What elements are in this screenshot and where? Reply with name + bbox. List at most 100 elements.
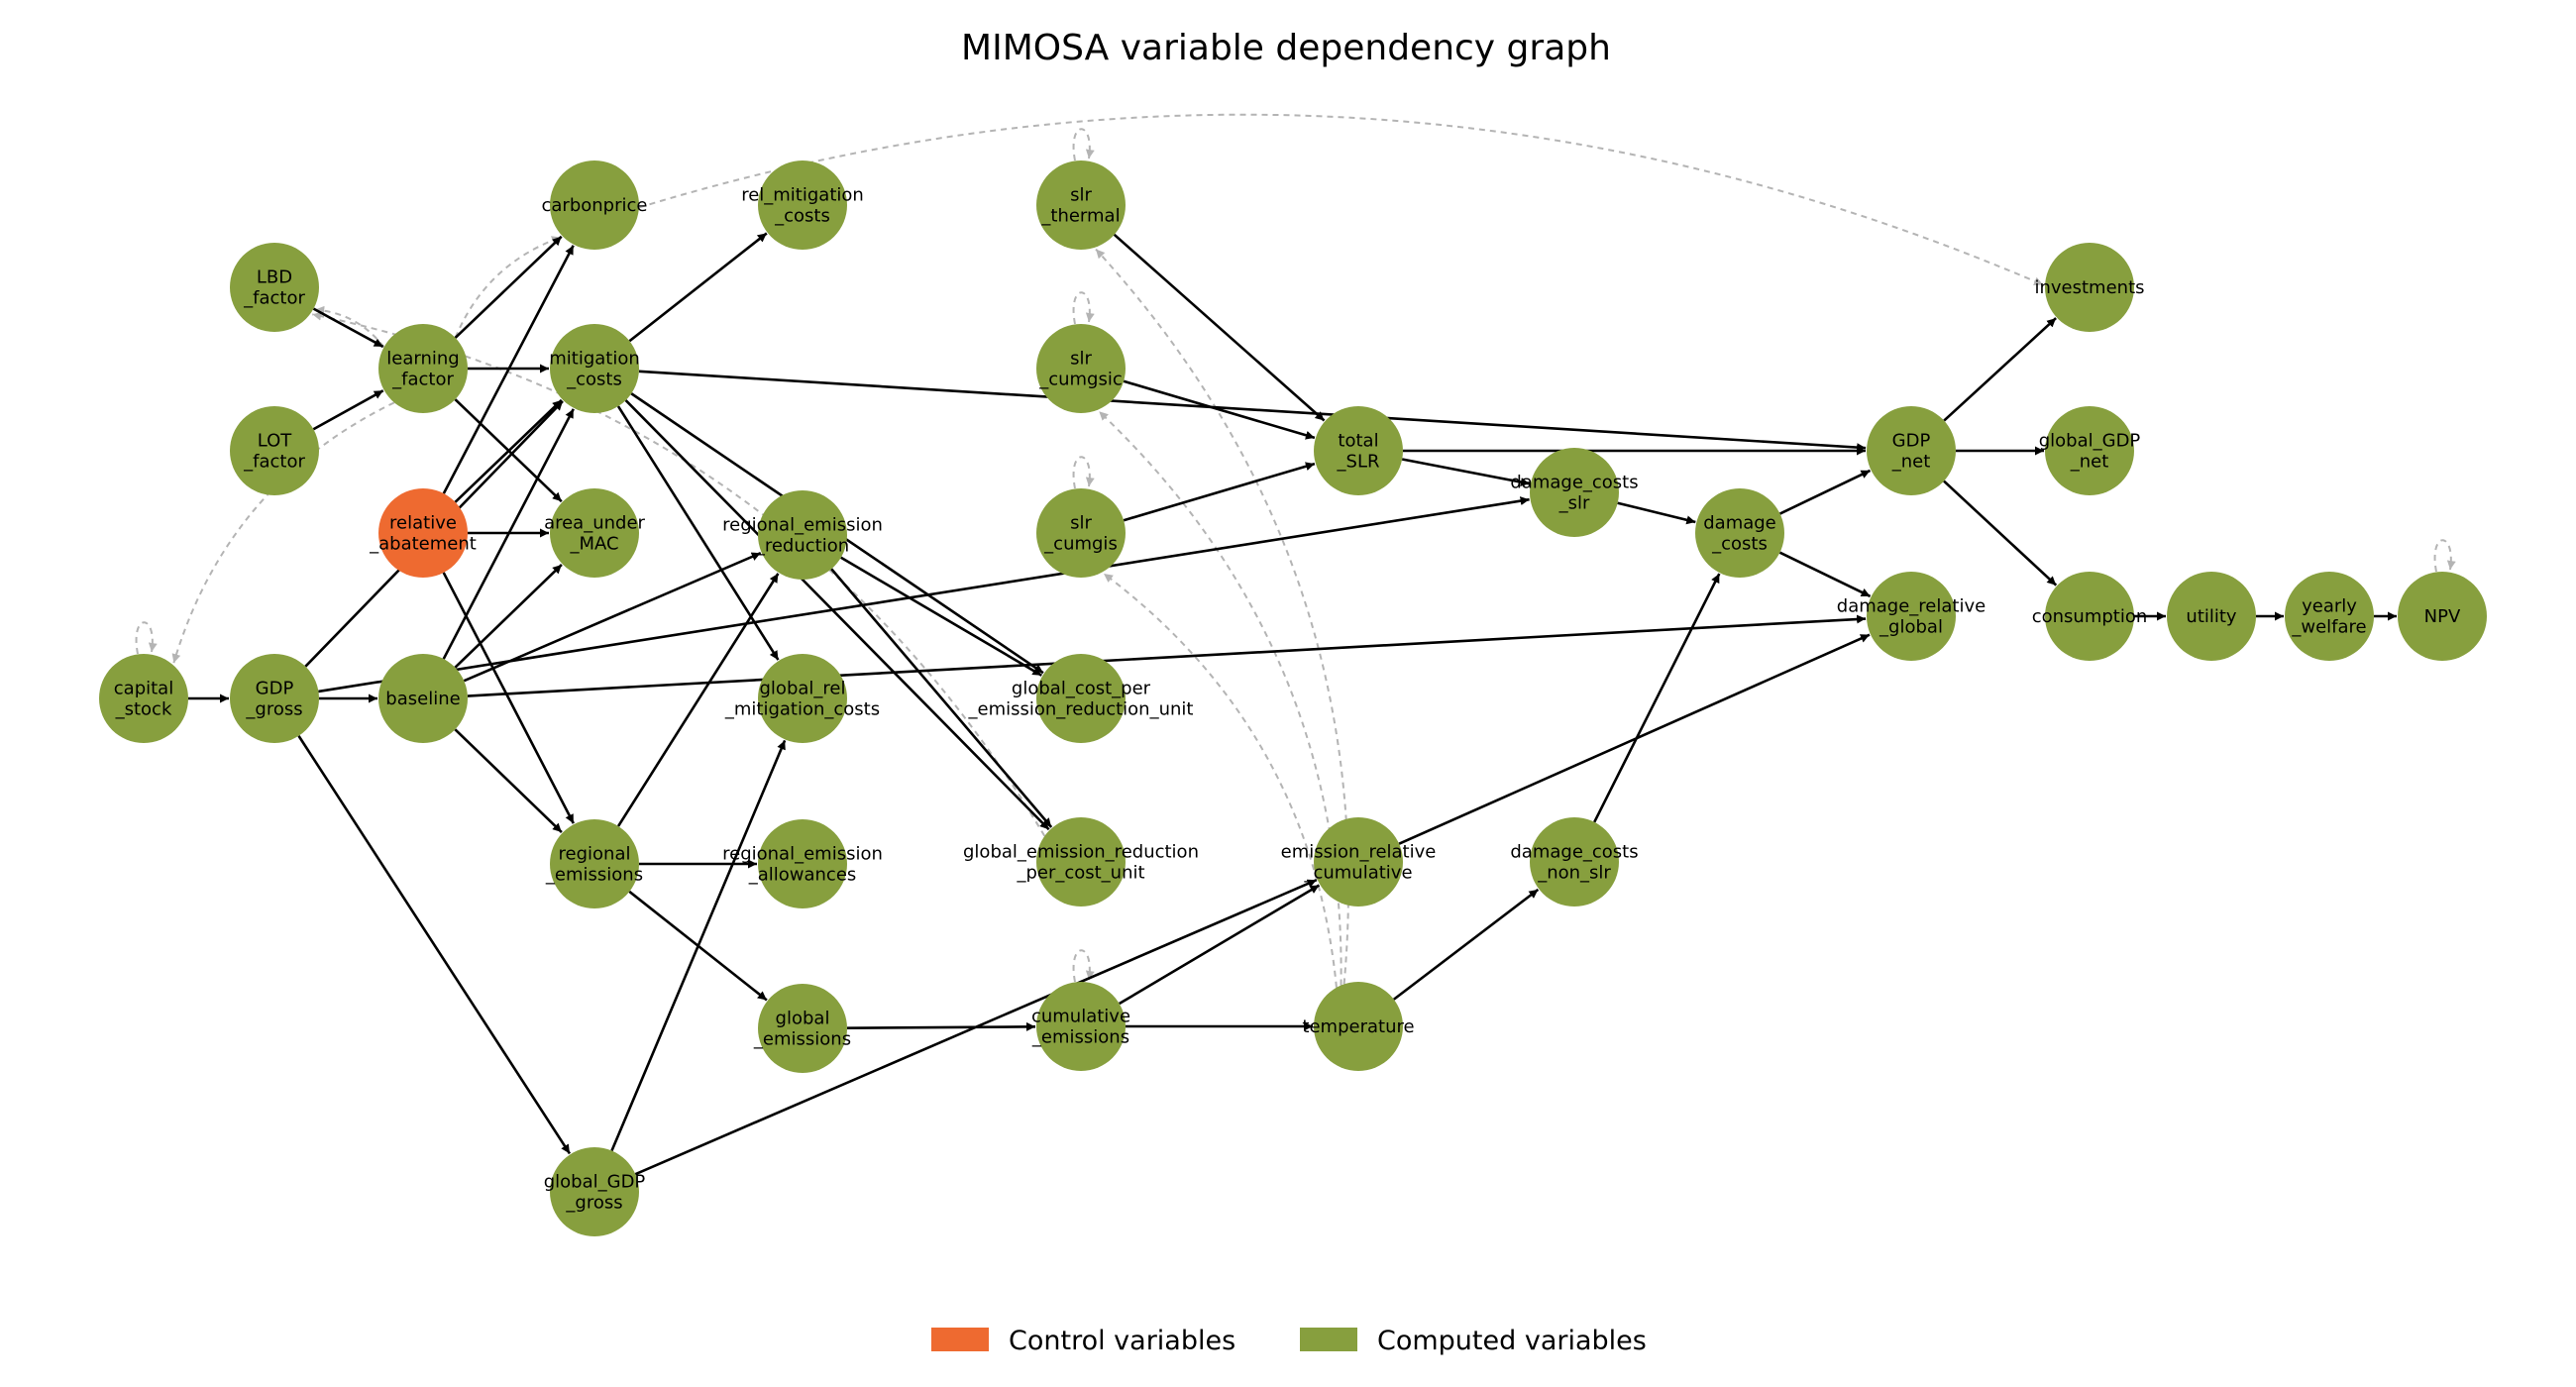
node-label-damage_costs: damage bbox=[1703, 513, 1776, 534]
edge-relative_abatement-to-regional_emissions bbox=[442, 572, 575, 824]
node-utility: utility bbox=[2167, 572, 2256, 661]
dependency-edge-learning_factor-to-capital_stock bbox=[171, 401, 395, 664]
edge-damage_costs_non_slr-to-damage_costs bbox=[1593, 573, 1721, 823]
legend-swatch-computed bbox=[1300, 1328, 1357, 1351]
node-circle-slr_cumgsic bbox=[1036, 324, 1126, 413]
node-label-global_cost_per_emission_reduction_unit: global_cost_per bbox=[1012, 679, 1151, 699]
node-label-investments: investments bbox=[2034, 277, 2144, 298]
node-circle-global_cost_per_emission_reduction_unit bbox=[1036, 654, 1126, 743]
edge-mitigation_costs-to-rel_mitigation_costs bbox=[628, 232, 768, 343]
node-circle-mitigation_costs bbox=[550, 324, 639, 413]
self-loop-capital_stock bbox=[135, 621, 158, 655]
edge-total_SLR-to-damage_costs_slr bbox=[1401, 458, 1531, 487]
node-regional_emissions: regional_emissions bbox=[545, 819, 643, 908]
node-label-cumulative_emissions: cumulative bbox=[1031, 1007, 1130, 1027]
node-circle-slr_thermal bbox=[1036, 160, 1126, 250]
edge-damage_costs-to-damage_relative_global bbox=[1778, 551, 1872, 598]
node-circle-investments bbox=[2045, 243, 2134, 332]
node-circle-regional_emission_allowances bbox=[758, 819, 847, 908]
node-label-rel_mitigation_costs: _costs bbox=[774, 206, 830, 227]
node-label-damage_costs_slr: _slr bbox=[1558, 493, 1590, 514]
legend: Control variables Computed variables bbox=[931, 1326, 1647, 1356]
edge-slr_cumgsic-to-total_SLR bbox=[1123, 379, 1316, 440]
node-baseline: baseline bbox=[378, 654, 468, 743]
edge-cumulative_emissions-to-emission_relative_cumulative bbox=[1119, 884, 1321, 1006]
self-loop-NPV bbox=[2433, 539, 2456, 573]
node-circle-emission_relative_cumulative bbox=[1314, 817, 1403, 907]
node-damage_costs_slr: damage_costs_slr bbox=[1510, 448, 1639, 537]
node-temperature: temperature bbox=[1302, 982, 1415, 1071]
edge-regional_emission_reduction-to-global_cost_per_emission_reduction_unit bbox=[840, 556, 1042, 677]
node-label-global_GDP_net: _net bbox=[2070, 452, 2109, 473]
node-circle-area_under_MAC bbox=[550, 488, 639, 578]
node-slr_cumgis: slr_cumgis bbox=[1036, 488, 1126, 578]
edge-damage_costs_slr-to-damage_costs bbox=[1617, 501, 1696, 525]
node-circle-relative_abatement bbox=[378, 488, 468, 578]
self-loop-slr_cumgsic bbox=[1072, 291, 1095, 325]
node-label-slr_cumgsic: _cumgsic bbox=[1038, 370, 1123, 390]
edge-layer bbox=[188, 232, 2397, 1176]
node-label-GDP_net: GDP bbox=[1892, 431, 1931, 452]
node-label-slr_cumgsic: slr bbox=[1070, 349, 1092, 370]
node-label-area_under_MAC: _MAC bbox=[569, 534, 618, 555]
node-label-global_emissions: _emissions bbox=[753, 1029, 851, 1050]
node-label-mitigation_costs: _costs bbox=[566, 370, 622, 390]
node-damage_relative_global: damage_relative_global bbox=[1837, 572, 1986, 661]
node-circle-GDP_net bbox=[1867, 406, 1956, 495]
node-label-LBD_factor: LBD bbox=[257, 267, 292, 288]
edge-damage_costs-to-GDP_net bbox=[1779, 469, 1872, 515]
dependency-edge-carbonprice-to-investments bbox=[638, 113, 2044, 286]
node-label-relative_abatement: relative bbox=[389, 513, 457, 534]
edge-GDP_gross-to-global_GDP_gross bbox=[297, 735, 572, 1155]
node-mitigation_costs: mitigation_costs bbox=[549, 324, 640, 413]
node-label-regional_emission_reduction: _reduction bbox=[755, 536, 849, 557]
node-total_SLR: total_SLR bbox=[1314, 406, 1403, 495]
node-label-carbonprice: carbonprice bbox=[542, 195, 648, 216]
node-label-NPV: NPV bbox=[2424, 606, 2461, 627]
node-label-global_emission_reduction_per_cost_unit: _per_cost_unit bbox=[1016, 863, 1144, 884]
node-regional_emission_reduction: regional_emission_reduction bbox=[722, 490, 883, 580]
node-global_emissions: global_emissions bbox=[753, 984, 851, 1073]
node-circle-slr_cumgis bbox=[1036, 488, 1126, 578]
node-label-rel_mitigation_costs: rel_mitigation bbox=[741, 185, 864, 206]
node-label-LBD_factor: _factor bbox=[243, 288, 305, 309]
edge-GDP_net-to-consumption bbox=[1943, 480, 2058, 587]
node-label-GDP_gross: _gross bbox=[245, 699, 302, 720]
node-label-temperature: temperature bbox=[1302, 1016, 1414, 1037]
node-label-total_SLR: total bbox=[1338, 431, 1378, 452]
node-LOT_factor: LOT_factor bbox=[230, 406, 319, 495]
node-global_GDP_net: global_GDP_net bbox=[2039, 406, 2140, 495]
dependency-edge-temperature-to-slr_thermal bbox=[1095, 248, 1349, 985]
node-circle-global_GDP_net bbox=[2045, 406, 2134, 495]
node-label-LOT_factor: _factor bbox=[243, 452, 305, 473]
node-area_under_MAC: area_under_MAC bbox=[544, 488, 646, 578]
dependency-edge-learning_factor-to-carbonprice bbox=[454, 236, 562, 339]
node-circle-NPV bbox=[2398, 572, 2487, 661]
node-label-emission_relative_cumulative: _cumulative bbox=[1303, 863, 1412, 884]
node-cumulative_emissions: cumulative_emissions bbox=[1031, 982, 1130, 1071]
edge-relative_abatement-to-mitigation_costs bbox=[454, 398, 563, 503]
node-circle-regional_emission_reduction bbox=[758, 490, 847, 580]
node-circle-global_emissions bbox=[758, 984, 847, 1073]
node-label-damage_relative_global: damage_relative bbox=[1837, 596, 1986, 617]
edge-global_emissions-to-cumulative_emissions bbox=[846, 1021, 1036, 1031]
edge-mitigation_costs-to-global_emission_reduction_per_cost_unit bbox=[624, 399, 1050, 831]
node-global_rel_mitigation_costs: global_rel_mitigation_costs bbox=[724, 654, 880, 743]
node-investments: investments bbox=[2034, 243, 2145, 332]
edge-GDP_gross-to-damage_costs_slr bbox=[318, 496, 1530, 694]
node-circle-capital_stock bbox=[99, 654, 188, 743]
legend-swatch-control bbox=[931, 1328, 989, 1351]
node-circle-regional_emissions bbox=[550, 819, 639, 908]
node-regional_emission_allowances: regional_emission_allowances bbox=[722, 819, 883, 908]
edge-relative_abatement-to-carbonprice bbox=[442, 245, 575, 494]
edge-emission_relative_cumulative-to-damage_relative_global bbox=[1398, 633, 1871, 845]
dependency-edge-temperature-to-slr_cumgis bbox=[1103, 573, 1338, 988]
node-label-learning_factor: learning bbox=[386, 349, 459, 370]
edge-mitigation_costs-to-GDP_net bbox=[638, 370, 1867, 453]
edge-baseline-to-mitigation_costs bbox=[442, 408, 575, 660]
node-circle-damage_costs_slr bbox=[1530, 448, 1619, 537]
node-label-capital_stock: capital bbox=[114, 679, 173, 699]
node-label-yearly_welfare: _welfare bbox=[2291, 617, 2366, 638]
